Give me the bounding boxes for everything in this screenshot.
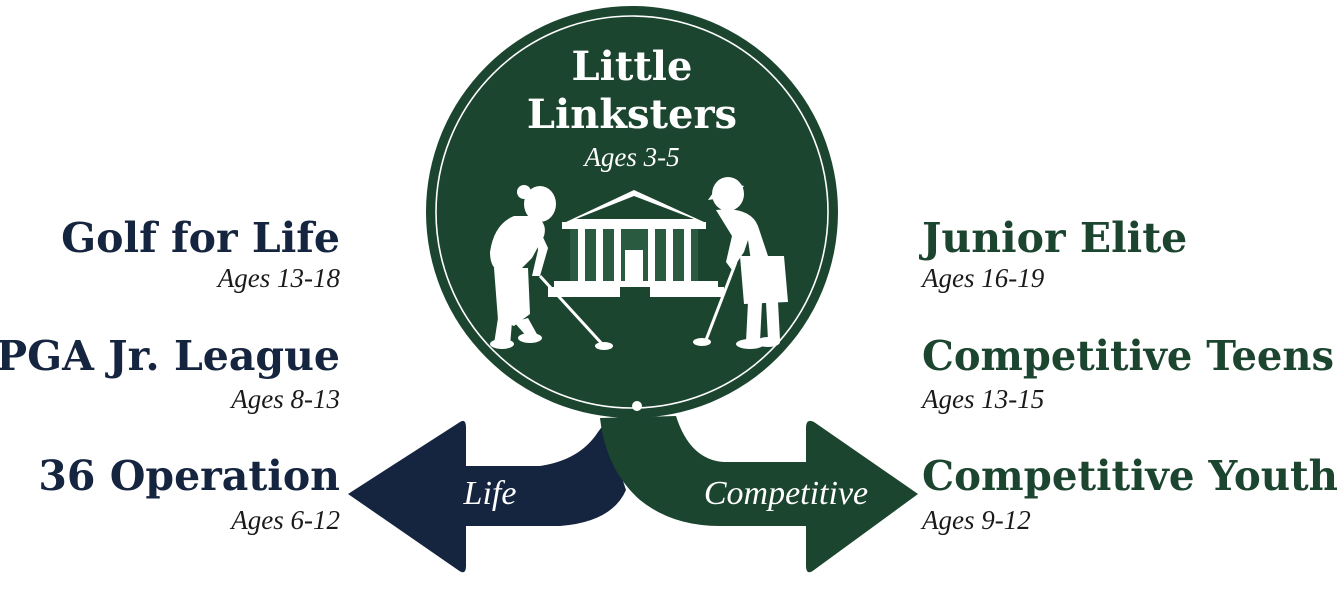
life-arrow-label: Life bbox=[463, 475, 517, 512]
life-program-item: 36 Operation Ages 6-12 bbox=[38, 452, 340, 535]
program-age: Ages 9-12 bbox=[920, 505, 1031, 535]
life-program-item: Golf for Life Ages 13-18 bbox=[61, 214, 340, 293]
center-title-line2: Linksters bbox=[527, 91, 737, 138]
program-name: PGA Jr. League bbox=[0, 332, 340, 380]
program-name: Competitive Youth bbox=[922, 452, 1338, 500]
competitive-program-item: Junior Elite Ages 16-19 bbox=[919, 214, 1187, 293]
program-name: Competitive Teens bbox=[922, 332, 1334, 380]
program-age: Ages 13-15 bbox=[920, 384, 1044, 414]
competitive-arrow-shape bbox=[600, 416, 918, 573]
program-name: Junior Elite bbox=[919, 214, 1187, 262]
program-name: 36 Operation bbox=[38, 452, 340, 500]
girl-golfer-silhouette bbox=[490, 185, 613, 350]
life-programs-list: Golf for Life Ages 13-18 PGA Jr. League … bbox=[0, 214, 340, 535]
life-arrow: Life bbox=[348, 420, 626, 573]
boy-golfer-silhouette bbox=[693, 177, 788, 349]
program-name: Golf for Life bbox=[61, 214, 340, 262]
center-age: Ages 3-5 bbox=[582, 142, 679, 172]
program-age: Ages 6-12 bbox=[229, 505, 340, 535]
competitive-program-item: Competitive Teens Ages 13-15 bbox=[920, 332, 1334, 414]
life-arrow-shape bbox=[348, 420, 626, 573]
little-linksters-badge: Little Linksters Ages 3-5 bbox=[426, 6, 838, 418]
program-age: Ages 8-13 bbox=[229, 384, 340, 414]
competitive-arrow-label: Competitive bbox=[704, 475, 868, 512]
program-age: Ages 16-19 bbox=[920, 263, 1045, 293]
program-age: Ages 13-18 bbox=[216, 263, 341, 293]
tee-dot bbox=[632, 401, 642, 411]
competitive-arrow: Competitive bbox=[600, 416, 918, 573]
competitive-programs-list: Junior Elite Ages 16-19 Competitive Teen… bbox=[919, 214, 1338, 535]
center-title-line1: Little bbox=[572, 43, 693, 90]
life-program-item: PGA Jr. League Ages 8-13 bbox=[0, 332, 340, 414]
clubhouse-illustration bbox=[548, 190, 724, 297]
competitive-program-item: Competitive Youth Ages 9-12 bbox=[920, 452, 1338, 535]
badge-inner-ring bbox=[435, 15, 829, 409]
